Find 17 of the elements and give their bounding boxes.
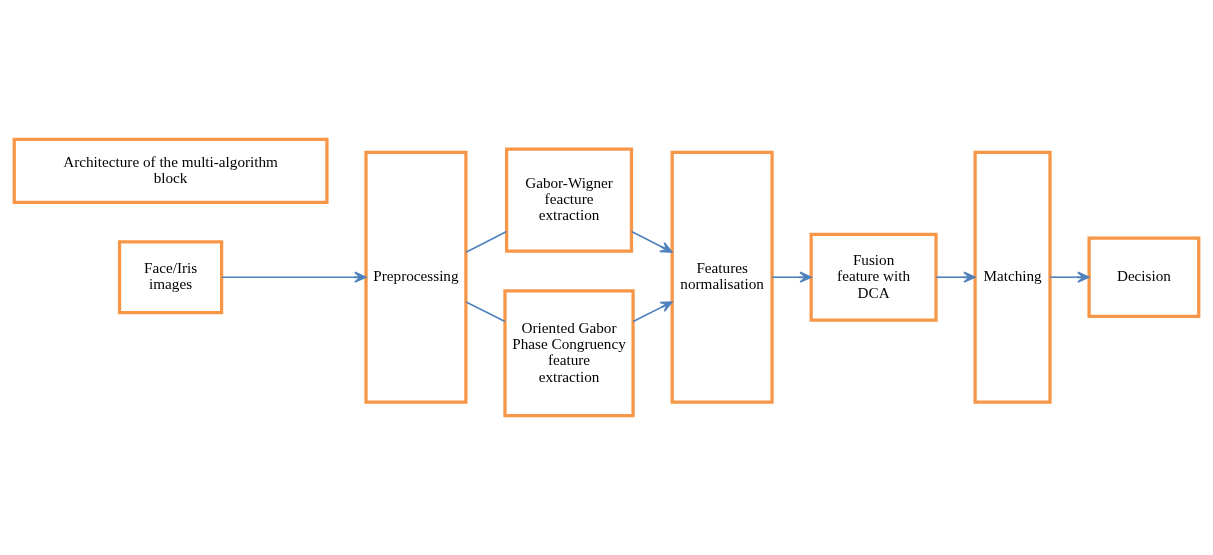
arrow bbox=[771, 271, 812, 283]
connector bbox=[465, 230, 508, 253]
arrow bbox=[630, 230, 673, 253]
arrow bbox=[1049, 271, 1090, 283]
node-box: Fusion feature with DCA bbox=[809, 232, 938, 322]
node-box: Matching bbox=[973, 150, 1052, 404]
node-box: Face/Iris images bbox=[117, 240, 224, 315]
arrow bbox=[220, 271, 367, 283]
node-box: Features normalisation bbox=[670, 150, 774, 404]
arrow bbox=[935, 271, 976, 283]
node-box: Decision bbox=[1087, 236, 1201, 318]
node-box: Gabor-Wigner feacture extraction bbox=[505, 147, 634, 253]
node-box: Preprocessing bbox=[364, 150, 468, 404]
node-box: Oriented Gabor Phase Congruency feature extraction bbox=[503, 289, 635, 418]
node-box: Architecture of the multi-algorithm block bbox=[12, 137, 329, 204]
arrow bbox=[632, 301, 673, 323]
connector bbox=[465, 301, 506, 323]
